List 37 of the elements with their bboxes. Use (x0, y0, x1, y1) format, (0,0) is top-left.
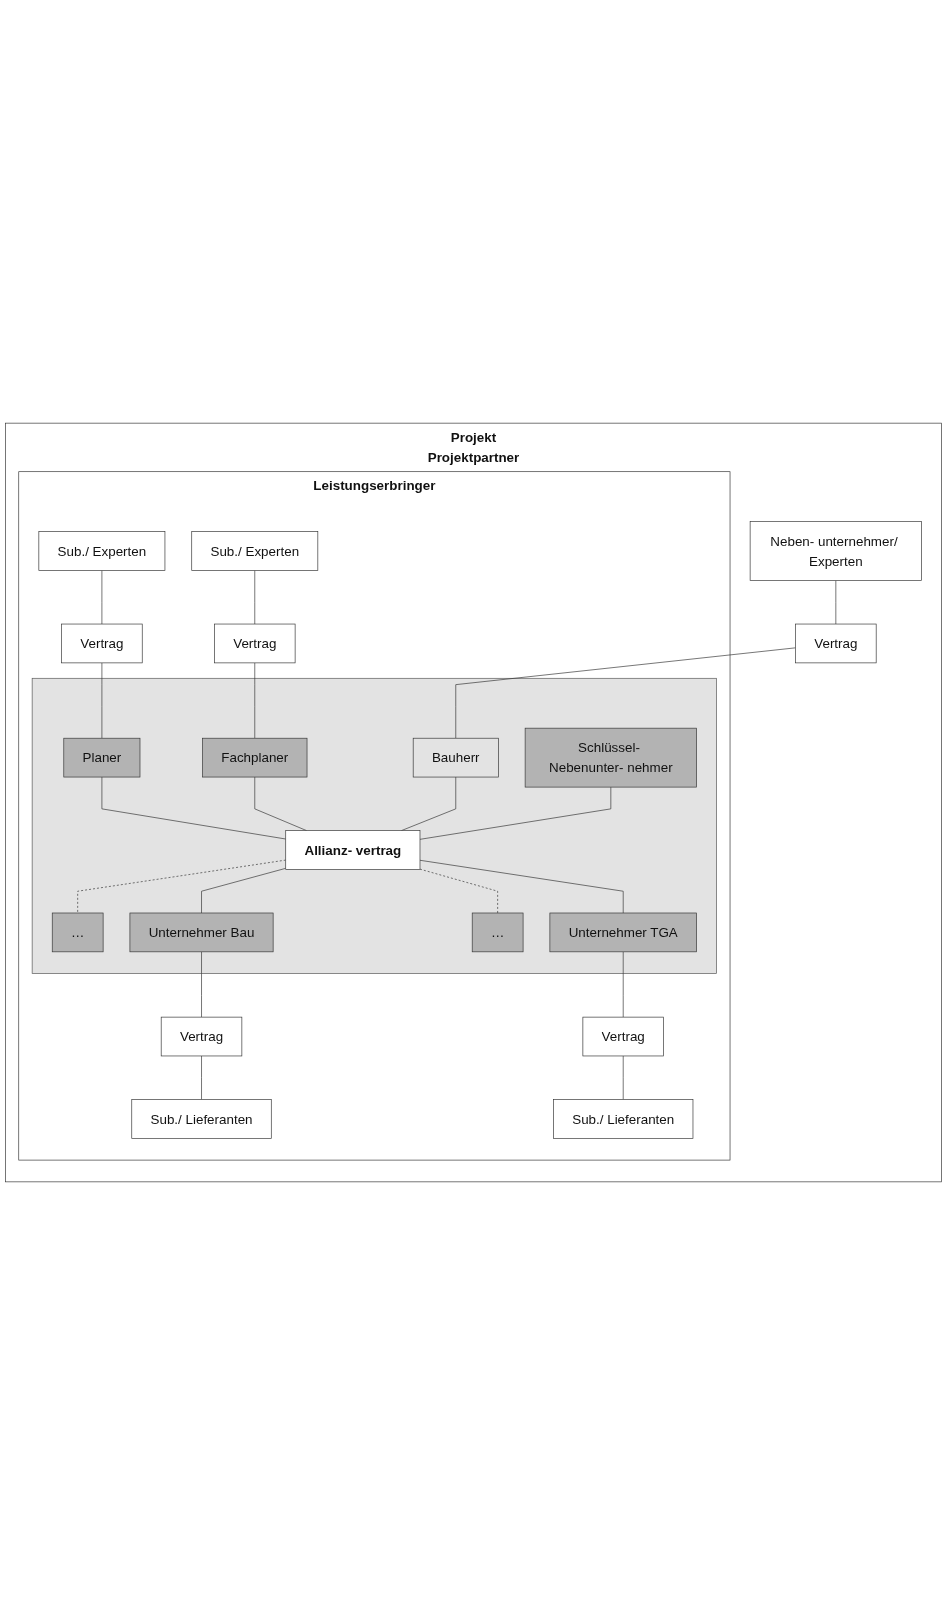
node-box: Bauherr (412, 737, 499, 778)
connector (455, 647, 796, 739)
connector (254, 776, 307, 831)
node-box: Allianz- vertrag (285, 830, 421, 870)
node-box: Fachplaner (202, 737, 308, 778)
connector (201, 951, 202, 1018)
node-box: Sub./ Experten (191, 531, 319, 571)
node-box: Vertrag (582, 1016, 664, 1057)
connector (419, 786, 612, 840)
node-box: Vertrag (214, 623, 296, 664)
connector (101, 662, 103, 739)
connector (401, 776, 457, 831)
connector (201, 1055, 202, 1100)
node-box: Schlüssel- Nebenunter- nehmer (524, 727, 697, 788)
node-box: Sub./ Experten (38, 531, 166, 571)
node-box: Sub./ Lieferanten (553, 1099, 694, 1139)
node-box: … (51, 912, 104, 953)
connector (254, 662, 256, 739)
connector (101, 776, 287, 840)
cluster (31, 677, 717, 974)
connector (77, 859, 287, 914)
node-box: Unternehmer TGA (549, 912, 697, 953)
node-box: Vertrag (795, 623, 877, 664)
connector (835, 580, 837, 625)
connector (201, 867, 287, 914)
connector (419, 859, 624, 914)
node-box: Sub./ Lieferanten (131, 1099, 272, 1139)
connector (622, 1055, 624, 1100)
node-box: … (471, 912, 524, 953)
connector (101, 570, 103, 625)
node-box: Neben- unternehmer/ Experten (749, 521, 922, 581)
node-box: Vertrag (61, 623, 143, 664)
node-box: Unternehmer Bau (129, 912, 274, 953)
node-box: Planer (63, 737, 141, 778)
connector (254, 570, 256, 625)
node-box: Vertrag (160, 1016, 243, 1057)
connector (622, 951, 624, 1018)
